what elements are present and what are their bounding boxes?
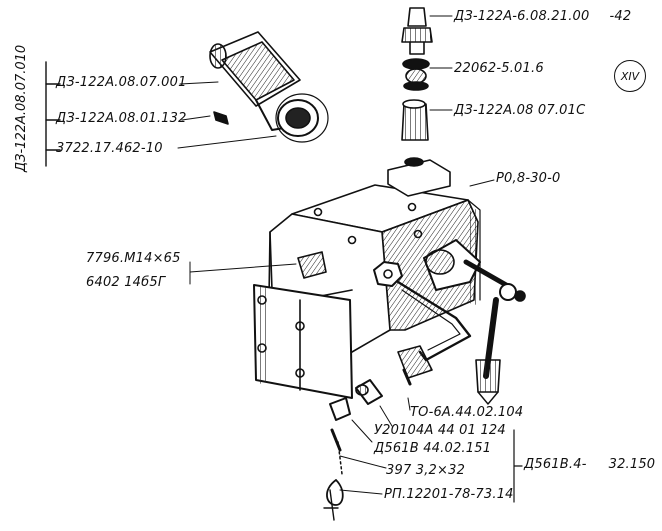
label-left-2: ДЗ-122А.08.01.132 xyxy=(56,111,187,126)
label-bolt-1: 7796.М14×65 xyxy=(86,251,181,266)
label-top-right-1: ДЗ-122А-6.08.21.00 -42 xyxy=(454,10,631,24)
label-bottom-group-tail: 32.150 xyxy=(608,457,656,472)
label-body-right: P0,8-30-0 xyxy=(496,171,561,186)
sheet-mark: XIV xyxy=(614,60,646,92)
bottom-fittings xyxy=(323,345,433,521)
label-left-1: ДЗ-122А.08.07.001 xyxy=(56,75,187,90)
label-bottom-5: РП.12201-78-73.14 xyxy=(384,487,514,502)
label-bottom-group: Д561В.4- 32.150 xyxy=(524,458,655,472)
label-bottom-3: Д561В 44.02.151 xyxy=(374,441,492,456)
label-left-3: 3722.17.462-10 xyxy=(56,141,163,156)
label-bolt-2: 6402 14б5Г xyxy=(86,275,166,290)
label-bottom-group-main: Д561В.4- xyxy=(524,457,587,472)
lever-assembly xyxy=(423,239,526,405)
label-bottom-2: У20104А 44 01 124 xyxy=(374,423,506,438)
label-top-right-2: 22062-5.01.6 xyxy=(454,61,544,76)
label-bottom-1: ТО-6А.44.02.104 xyxy=(410,405,524,420)
elbow-fitting xyxy=(209,31,329,143)
group-label: ДЗ-122А.08.07.010 xyxy=(14,44,29,172)
label-top-right-1-main: ДЗ-122А-6.08.21.00 xyxy=(454,9,590,24)
label-top-right-3: ДЗ-122А.08 07.01С xyxy=(454,103,586,118)
label-top-right-1-tail: -42 xyxy=(609,9,632,24)
label-bottom-4: 397 3,2×32 xyxy=(386,463,466,478)
top-fittings xyxy=(401,7,433,141)
